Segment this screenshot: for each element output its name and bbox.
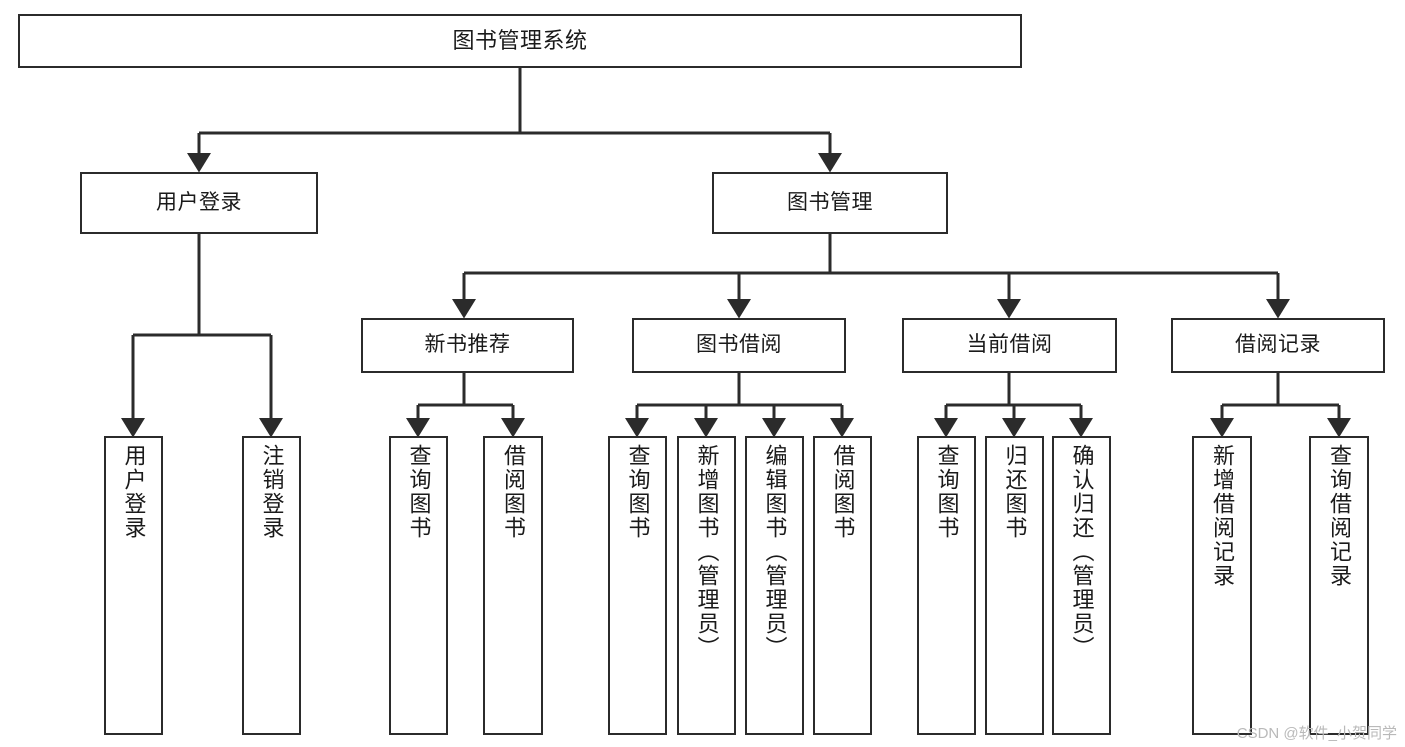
leaf-current-query-book[interactable]: 查询图书: [917, 436, 976, 735]
leaf-new-book-borrow[interactable]: 借阅图书: [483, 436, 543, 735]
leaf-user-login-login[interactable]: 用户登录: [104, 436, 163, 735]
node-book-management-label: 图书管理: [787, 190, 873, 214]
node-user-login-label: 用户登录: [156, 190, 242, 214]
leaf-borrow-borrow-book[interactable]: 借阅图书: [813, 436, 872, 735]
leaf-borrow-edit-book-admin[interactable]: 编辑图书（管理员）: [745, 436, 804, 735]
node-root[interactable]: 图书管理系统: [18, 14, 1022, 68]
leaf-record-query-record[interactable]: 查询借阅记录: [1309, 436, 1369, 735]
node-borrow-record-label: 借阅记录: [1235, 333, 1321, 357]
node-book-borrow-label: 图书借阅: [696, 333, 782, 357]
leaf-label: 新增借阅记录: [1210, 444, 1235, 588]
leaf-new-book-query[interactable]: 查询图书: [389, 436, 448, 735]
leaf-label: 借阅图书: [830, 444, 856, 540]
leaf-label: 编辑图书（管理员）: [762, 444, 788, 660]
node-user-login[interactable]: 用户登录: [80, 172, 318, 234]
leaf-label: 注销登录: [259, 444, 285, 540]
leaf-label: 用户登录: [121, 444, 147, 540]
leaf-label: 查询图书: [625, 444, 651, 540]
leaf-record-add-record[interactable]: 新增借阅记录: [1192, 436, 1252, 735]
leaf-user-login-logout[interactable]: 注销登录: [242, 436, 301, 735]
leaf-label: 确认归还（管理员）: [1069, 444, 1095, 660]
leaf-label: 查询图书: [406, 444, 432, 540]
node-current-borrow-label: 当前借阅: [966, 333, 1053, 357]
leaf-label: 新增图书（管理员）: [694, 444, 720, 660]
leaf-label: 借阅图书: [501, 444, 526, 540]
leaf-label: 查询借阅记录: [1327, 444, 1352, 588]
leaf-current-confirm-return-admin[interactable]: 确认归还（管理员）: [1052, 436, 1111, 735]
node-new-book-recommend[interactable]: 新书推荐: [361, 318, 574, 373]
leaf-borrow-query-book[interactable]: 查询图书: [608, 436, 667, 735]
node-root-label: 图书管理系统: [452, 28, 588, 54]
node-book-management[interactable]: 图书管理: [712, 172, 948, 234]
leaf-label: 归还图书: [1002, 444, 1028, 540]
leaf-current-return-book[interactable]: 归还图书: [985, 436, 1044, 735]
node-book-borrow[interactable]: 图书借阅: [632, 318, 846, 373]
leaf-label: 查询图书: [934, 444, 960, 540]
node-current-borrow[interactable]: 当前借阅: [902, 318, 1117, 373]
leaf-borrow-add-book-admin[interactable]: 新增图书（管理员）: [677, 436, 736, 735]
node-borrow-record[interactable]: 借阅记录: [1171, 318, 1385, 373]
node-new-book-recommend-label: 新书推荐: [424, 333, 511, 357]
